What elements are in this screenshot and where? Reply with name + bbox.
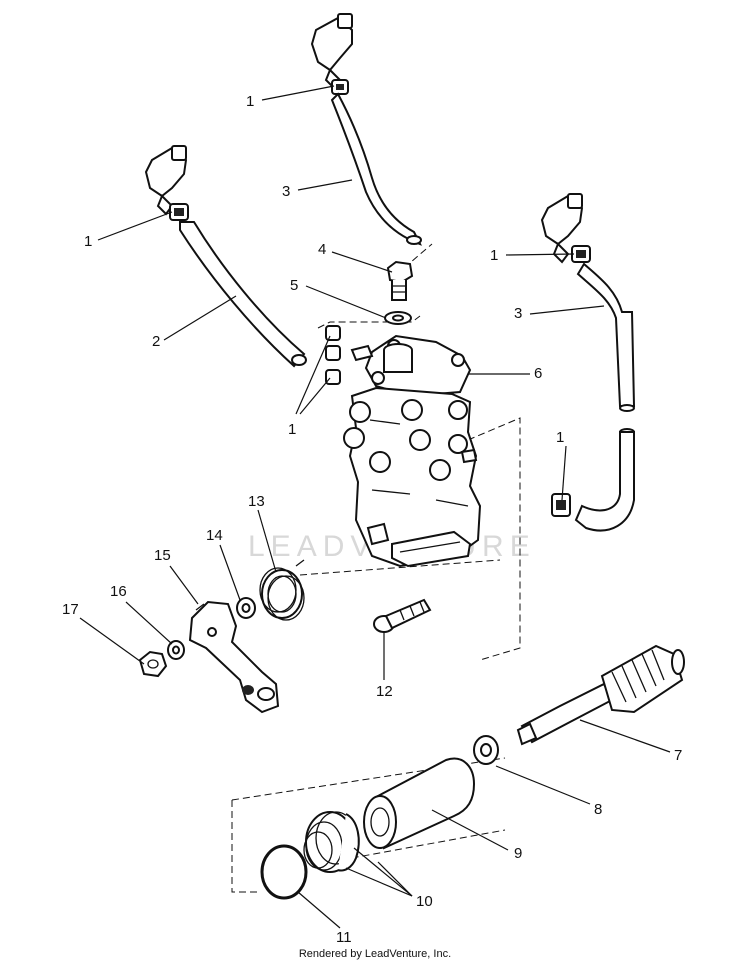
thrust-washer <box>473 735 499 765</box>
callout-1-right: 1 <box>490 247 498 264</box>
fitting-left <box>144 145 188 216</box>
callout-10: 10 <box>416 893 433 910</box>
callout-15: 15 <box>154 547 171 564</box>
hose-clamp-lower-right <box>551 493 571 517</box>
callout-1-top: 1 <box>246 93 254 110</box>
hose-clamps-pump <box>325 325 341 385</box>
control-lever <box>188 600 280 714</box>
callout-7: 7 <box>674 747 682 764</box>
callout-11: 11 <box>336 929 352 946</box>
sealing-washer <box>384 311 412 325</box>
drive-gear-shaft <box>516 644 685 746</box>
fitting-top <box>310 13 353 90</box>
sleeve-bushing <box>363 757 476 850</box>
hose-lower-right <box>574 428 635 532</box>
callout-3-top: 3 <box>282 183 290 200</box>
callout-4: 4 <box>318 241 326 258</box>
callout-labels: 1 1 1 1 1 2 3 3 4 5 6 7 8 9 10 11 12 13 … <box>62 93 682 946</box>
hex-nut <box>138 650 168 678</box>
callout-2: 2 <box>152 333 160 350</box>
callout-1-left: 1 <box>84 233 92 250</box>
seal-spring-pack <box>303 811 360 873</box>
callout-3-right: 3 <box>514 305 522 322</box>
hose-3-top <box>330 92 423 246</box>
callout-6: 6 <box>534 365 542 382</box>
callout-14: 14 <box>206 527 223 544</box>
callout-13: 13 <box>248 493 265 510</box>
callout-9: 9 <box>514 845 522 862</box>
callout-5: 5 <box>290 277 298 294</box>
hose-clamp-top <box>331 79 349 95</box>
return-spring <box>259 559 305 621</box>
lock-washer <box>167 640 185 660</box>
washer-14 <box>236 597 256 619</box>
hose-2 <box>179 221 307 368</box>
callout-1-lower-right: 1 <box>556 429 564 446</box>
bleed-screw <box>386 260 414 301</box>
callout-1-pump: 1 <box>288 421 296 438</box>
hose-clamp-left <box>169 203 189 221</box>
flange-bolt <box>373 598 432 633</box>
oil-pump-body <box>343 334 482 568</box>
callout-16: 16 <box>110 583 127 600</box>
callout-8: 8 <box>594 801 602 818</box>
callout-12: 12 <box>376 683 393 700</box>
hose-clamp-right <box>571 245 591 263</box>
leader-lines <box>79 85 671 929</box>
hose-3-right-upper <box>576 262 636 412</box>
callout-17: 17 <box>62 601 79 618</box>
rendered-by-footer: Rendered by LeadVenture, Inc. <box>298 948 452 960</box>
o-ring <box>260 844 308 900</box>
fitting-right <box>540 193 584 264</box>
